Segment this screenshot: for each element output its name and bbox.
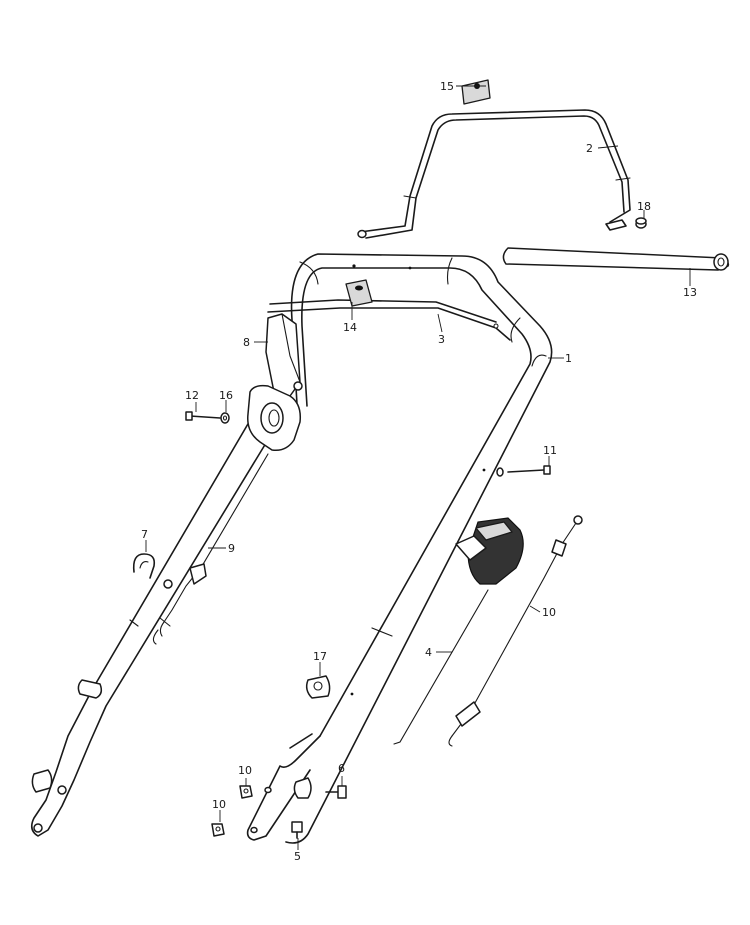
callout-11: 10 [542, 606, 556, 619]
bar-label [345, 279, 373, 307]
callout-8: 8 [243, 336, 250, 349]
callout-10-upper: 10 [238, 764, 252, 777]
callout-9: 9 [228, 542, 235, 555]
foam-grip [502, 247, 730, 271]
callout-12: 11 [543, 444, 557, 457]
decal [461, 79, 491, 105]
pivot-bracket [265, 313, 303, 397]
clip-18 [305, 675, 331, 699]
cable-clip [132, 553, 156, 579]
callout-1: 1 [565, 352, 572, 365]
callout-17: 16 [219, 389, 233, 402]
callout-13: 12 [185, 389, 199, 402]
washer-17 [220, 412, 230, 424]
nut-10a [239, 785, 253, 799]
callout-5: 5 [294, 850, 301, 863]
callout-2: 2 [586, 142, 593, 155]
callout-14: 13 [683, 286, 697, 299]
callout-3: 3 [438, 333, 445, 346]
nut-10b [211, 823, 225, 837]
callout-19: 18 [637, 200, 651, 213]
callout-4: 4 [425, 646, 432, 659]
cable-right [448, 515, 583, 747]
callout-10-lower: 10 [212, 798, 226, 811]
callout-16: 15 [440, 80, 454, 93]
control-lever [393, 517, 524, 745]
control-bar [267, 299, 511, 341]
leader-lines [145, 85, 691, 850]
callout-15: 14 [343, 321, 357, 334]
cable-left [152, 453, 269, 645]
bolt-13 [185, 411, 221, 421]
bolt-12 [496, 465, 551, 477]
lower-handle [30, 384, 302, 837]
bolt-5 [291, 821, 303, 839]
callout-labels: 15 2 18 13 14 3 1 8 12 16 11 7 9 10 4 17… [141, 80, 697, 863]
callout-18: 17 [313, 650, 327, 663]
bolt-6 [325, 785, 347, 799]
frame-clip [293, 777, 312, 799]
callout-7: 7 [141, 528, 148, 541]
upper-handle [246, 253, 553, 844]
bail-bar [357, 109, 631, 239]
callout-6: 6 [338, 762, 345, 775]
knob [635, 217, 647, 229]
